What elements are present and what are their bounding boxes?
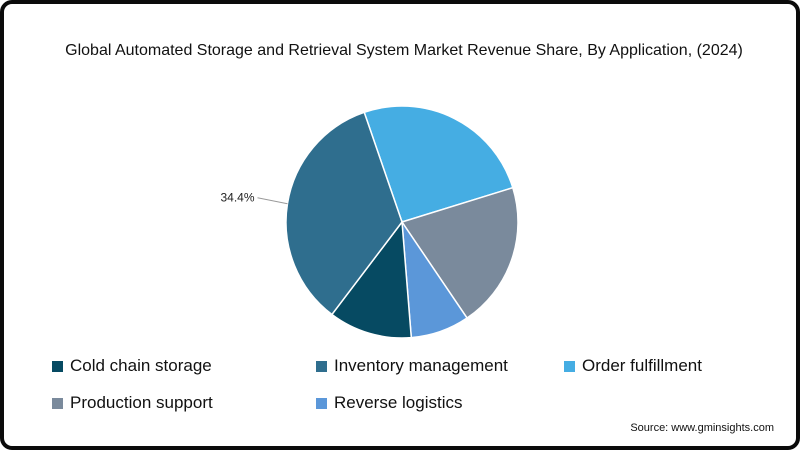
- pie-slice-production-support: [400, 186, 519, 320]
- legend-item-cold-chain-storage: Cold chain storage: [52, 356, 212, 376]
- legend-label: Production support: [70, 393, 213, 412]
- legend-swatch: [316, 360, 327, 372]
- legend-item-order-fulfillment: Order fulfillment: [564, 356, 702, 376]
- pie-slice-cold-chain-storage: [330, 219, 413, 339]
- legend-swatch: [52, 360, 63, 372]
- pie-chart: 34.4%: [220, 105, 519, 339]
- legend-item-production-support: Production support: [52, 393, 213, 413]
- source-note: Source: www.gminsights.com: [630, 422, 774, 434]
- chart-title: Global Automated Storage and Retrieval S…: [65, 42, 743, 59]
- legend-label: Reverse logistics: [334, 393, 463, 412]
- legend-swatch: [52, 397, 63, 409]
- data-label-leader-line: [257, 197, 288, 205]
- legend-label: Order fulfillment: [582, 356, 702, 375]
- data-label-inventory-management: 34.4%: [220, 191, 254, 205]
- legend-label: Cold chain storage: [70, 356, 212, 375]
- legend-item-reverse-logistics: Reverse logistics: [316, 393, 463, 413]
- pie-slice-order-fulfillment: [363, 105, 514, 223]
- legend-item-inventory-management: Inventory management: [316, 356, 508, 376]
- legend-swatch: [316, 397, 327, 409]
- legend-label: Inventory management: [334, 356, 508, 375]
- legend-swatch: [564, 360, 575, 372]
- legend: Cold chain storage Inventory management …: [52, 356, 772, 436]
